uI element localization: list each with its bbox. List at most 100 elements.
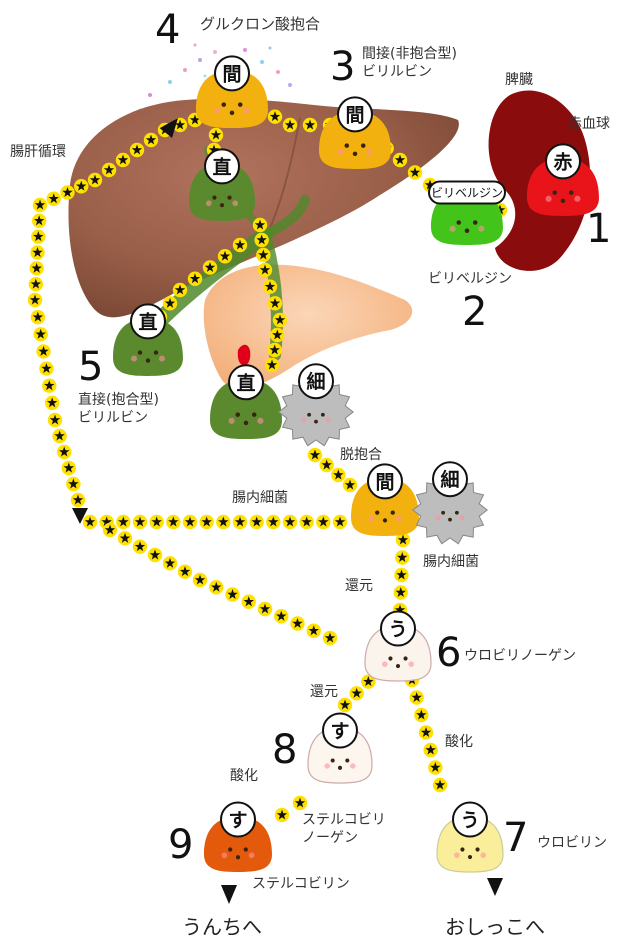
bacteria-character-lower: 細 (413, 462, 487, 544)
face-cheek (350, 763, 355, 768)
label-spleen: 脾臓 (505, 71, 533, 89)
arrowhead-urine (487, 878, 503, 896)
stercobilinogen-character: す (308, 714, 372, 784)
face-mouth (468, 855, 472, 859)
badge-text: 間 (345, 104, 364, 126)
face-mouth (220, 203, 224, 207)
destination-feces: うんちへ (182, 915, 262, 939)
badge-text: う (460, 810, 479, 832)
face-eye (345, 143, 350, 148)
face-eye (375, 510, 379, 514)
urobilinogen-character: う (365, 612, 431, 682)
step-number-9: 9 (168, 825, 193, 865)
face-eye (473, 220, 478, 225)
label-oxidation-urine: 酸化 (445, 733, 473, 751)
step-number-1: 1 (586, 209, 611, 249)
badge-text: 直 (236, 371, 255, 394)
face-cheek (480, 852, 486, 858)
face-eye (345, 758, 349, 762)
face-eye (441, 511, 445, 515)
face-cheek (396, 516, 402, 522)
face-eye (475, 847, 479, 851)
face-cheek (249, 852, 255, 858)
face-eye (553, 190, 558, 195)
face-eye (331, 758, 335, 762)
face-mouth (338, 766, 342, 770)
face-cheek (229, 418, 235, 424)
face-mouth (465, 228, 470, 233)
face-cheek (257, 418, 263, 424)
face-cheek (221, 852, 227, 858)
face-eye (388, 656, 392, 660)
face-cheek (325, 417, 330, 422)
badge-text: す (330, 721, 349, 743)
duodenum-ampulla (238, 345, 251, 366)
arrowhead-feces (221, 885, 237, 904)
face-eye (238, 102, 243, 107)
badge-text: う (388, 619, 407, 641)
face-mouth (146, 358, 150, 362)
label-red-blood-cell: 赤血球 (568, 115, 610, 133)
label-indirect-bilirubin: 間接(非抱合型) ビリルビン (362, 45, 457, 81)
label-urobilinogen: ウロビリノーゲン (464, 647, 576, 665)
label-direct-bilirubin: 直接(抱合型) ビリルビン (78, 391, 159, 427)
face-cheek (574, 196, 580, 202)
label-gut-bacteria-left: 腸内細菌 (232, 489, 288, 507)
face-eye (457, 220, 462, 225)
face-cheek (324, 763, 329, 768)
label-reduction-1: 還元 (345, 577, 373, 595)
face-eye (228, 847, 232, 851)
step-number-2: 2 (462, 292, 487, 332)
face-cheek (232, 200, 238, 206)
step-number-4: 4 (155, 10, 180, 50)
label-oxidation-feces: 酸化 (230, 767, 258, 785)
face-eye (361, 143, 366, 148)
face-eye (569, 190, 574, 195)
badge-text: 間 (222, 63, 241, 85)
badge-text: 直 (138, 310, 157, 333)
face-cheek (435, 515, 440, 520)
step-number-3: 3 (330, 47, 355, 87)
face-cheek (459, 515, 464, 520)
biliverdin-character: ビリベルジン (429, 182, 505, 246)
face-cheek (243, 108, 249, 114)
label-biliverdin: ビリベルジン (428, 270, 512, 288)
face-eye (391, 510, 395, 514)
face-cheek (450, 226, 456, 232)
badge-text: 細 (306, 370, 325, 393)
face-mouth (396, 664, 400, 668)
face-mouth (244, 421, 249, 426)
badge-text: ビリベルジン (431, 186, 503, 200)
label-glucuronic-conjugation: グルクロン酸抱合 (200, 15, 320, 33)
stercobilin-character: す (204, 803, 272, 873)
bacteria-character-upper: 細 (279, 364, 353, 446)
face-cheek (382, 661, 388, 667)
face-eye (212, 196, 216, 200)
face-cheek (478, 226, 484, 232)
label-gut-bacteria-right: 腸内細菌 (423, 553, 479, 571)
face-eye (455, 511, 459, 515)
indirect-bilirubin-character-intestine: 間 (351, 464, 419, 536)
face-mouth (448, 518, 452, 522)
face-cheek (215, 108, 221, 114)
face-cheek (338, 149, 344, 155)
badge-text: 細 (440, 468, 459, 491)
face-cheek (454, 852, 460, 858)
badge-text: 間 (375, 471, 394, 493)
face-cheek (206, 200, 212, 206)
face-eye (244, 847, 248, 851)
face-eye (307, 413, 311, 417)
badge-text: 直 (212, 155, 231, 178)
step-number-6: 6 (436, 633, 461, 673)
face-mouth (383, 518, 387, 522)
destination-urine: おしっこへ (445, 915, 545, 939)
face-eye (460, 847, 464, 851)
face-eye (252, 412, 257, 417)
label-stercobilinogen: ステルコビリ ノーゲン (302, 811, 386, 847)
label-enterohepatic-circulation: 腸肝循環 (10, 143, 66, 161)
face-cheek (546, 196, 552, 202)
face-cheek (301, 417, 306, 422)
face-cheek (131, 356, 137, 362)
badge-text: 赤 (553, 151, 572, 173)
